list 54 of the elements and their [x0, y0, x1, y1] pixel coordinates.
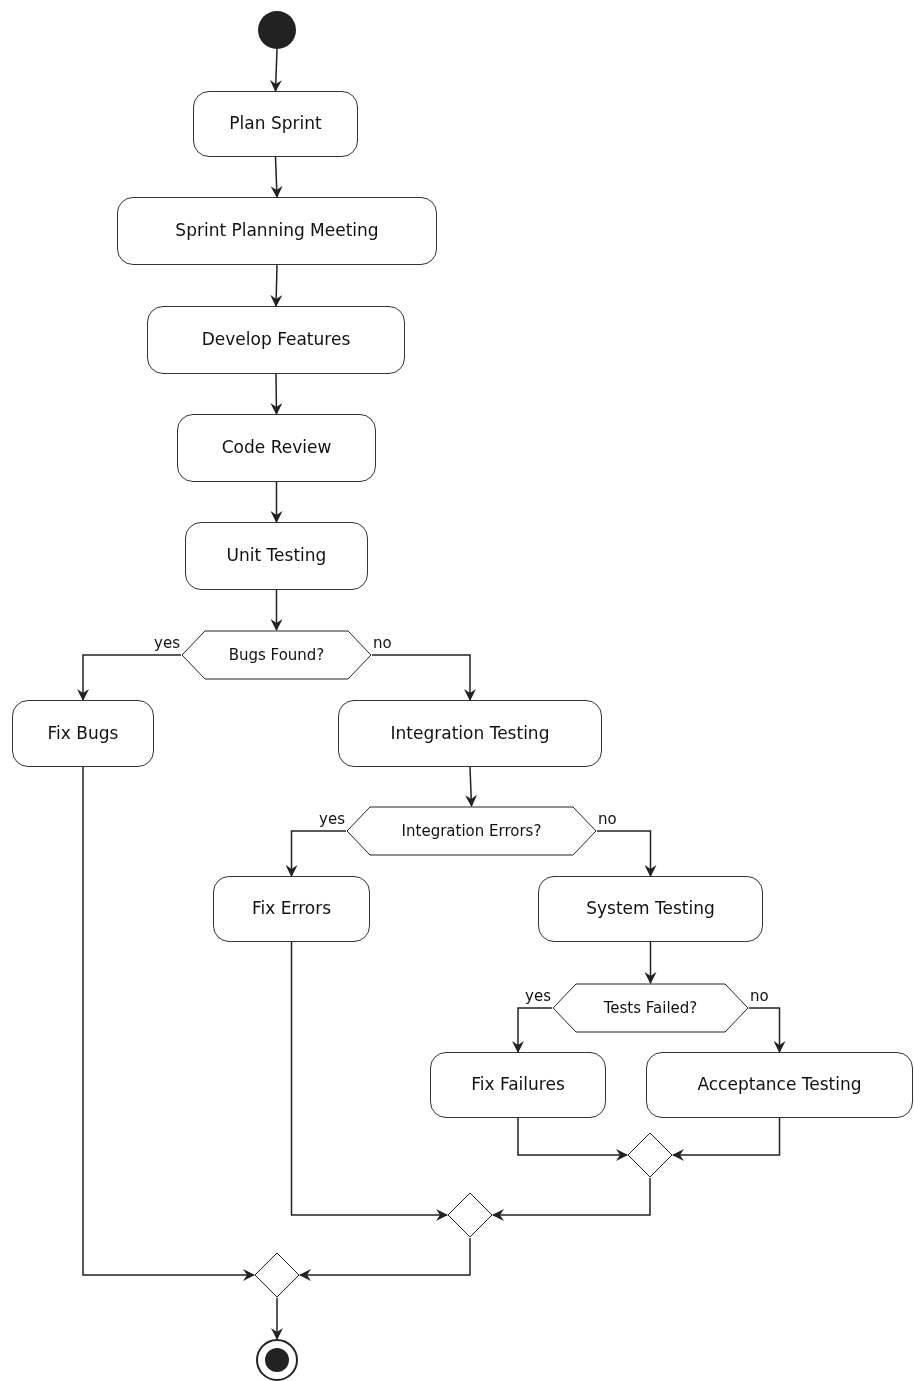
- node-text: Plan Sprint: [229, 112, 322, 136]
- node-text: Integration Testing: [390, 721, 550, 745]
- node-text: Fix Bugs: [47, 721, 119, 745]
- arrow: [596, 830, 657, 877]
- arrow: [270, 264, 283, 307]
- activity-box: [185, 522, 368, 590]
- activity-box: [117, 197, 437, 265]
- activity-box: [213, 876, 370, 942]
- arrow: [285, 830, 347, 877]
- arrow: [672, 1117, 781, 1161]
- node-text: System Testing: [586, 897, 715, 921]
- node-text: Fix Failures: [471, 1073, 565, 1097]
- arrow: [465, 766, 478, 807]
- decision-hexagon: [181, 630, 372, 680]
- node-text: Unit Testing: [226, 544, 327, 568]
- activity-box: [430, 1052, 606, 1118]
- end-node: [256, 1339, 298, 1381]
- activity-box: [193, 91, 358, 157]
- arrow: [299, 1237, 471, 1281]
- node-text: Sprint Planning Meeting: [175, 219, 379, 243]
- arrow: [290, 941, 448, 1221]
- merge-diamond: [447, 1192, 493, 1238]
- arrow: [270, 481, 283, 523]
- activity-box: [147, 306, 405, 374]
- arrow: [517, 1117, 628, 1161]
- activity-box: [12, 700, 154, 767]
- arrow: [270, 373, 283, 415]
- arrow: [82, 766, 255, 1281]
- node-text: Develop Features: [201, 328, 351, 352]
- decision-text: Bugs Found?: [228, 644, 325, 666]
- arrow: [77, 654, 182, 701]
- arrow: [512, 1007, 553, 1053]
- node-text: Fix Errors: [252, 897, 331, 921]
- arrow: [270, 589, 283, 631]
- activity-box: [646, 1052, 913, 1118]
- decision-hexagon: [552, 983, 749, 1033]
- node-text: Code Review: [221, 436, 332, 460]
- arrow: [269, 48, 282, 92]
- start-node: [258, 11, 296, 49]
- node-text: Acceptance Testing: [697, 1073, 862, 1097]
- arrow: [644, 941, 657, 984]
- activity-box: [177, 414, 376, 482]
- activity-box: [538, 876, 763, 942]
- decision-text: Integration Errors?: [401, 820, 542, 842]
- arrow: [748, 1007, 786, 1053]
- merge-diamond: [627, 1132, 673, 1178]
- decision-text: Tests Failed?: [603, 997, 698, 1019]
- arrow: [371, 654, 476, 701]
- arrow: [270, 156, 283, 198]
- activity-box: [338, 700, 602, 767]
- arrow: [271, 1297, 283, 1340]
- merge-diamond: [254, 1252, 300, 1298]
- decision-hexagon: [346, 806, 597, 856]
- arrow: [492, 1177, 651, 1221]
